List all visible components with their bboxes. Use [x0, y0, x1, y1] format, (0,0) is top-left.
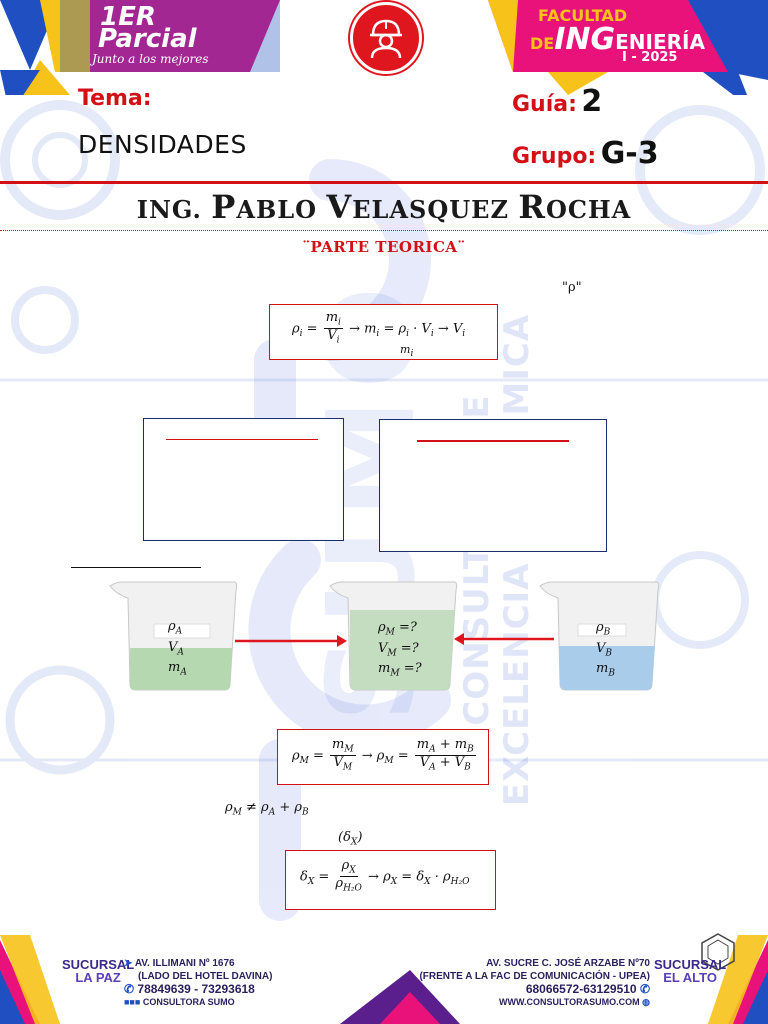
- whatsapp-icon: ✆: [124, 982, 135, 996]
- header-left-banner: [0, 0, 280, 95]
- logo-left-parcial: Parcial: [98, 24, 197, 54]
- arrow-b-to-m: [454, 633, 554, 645]
- tema-value: DENSIDADES: [78, 130, 247, 159]
- rho-symbol: "ρ": [562, 280, 582, 295]
- grupo-row: Grupo: G-3: [512, 136, 659, 171]
- engineer-helmet-icon: [370, 19, 402, 59]
- grupo-label: Grupo:: [512, 144, 597, 169]
- header-right-banner: [488, 0, 768, 95]
- footer-left-info: ➤ AV. ILLIMANI Nº 1676 (LADO DEL HOTEL D…: [124, 958, 273, 1007]
- formula-inequality: ρM ≠ ρA + ρB: [225, 800, 309, 818]
- dotted-rule: [0, 230, 768, 231]
- beaker-a-labels: ρA VA mA: [168, 619, 187, 678]
- footer-right-info: AV. SUCRE C. JOSÉ ARZABE Nº70 (FRENTE A …: [419, 958, 650, 1007]
- footer-banner: [0, 935, 768, 1024]
- section-title: ¨PARTE TEORICA¨: [302, 238, 466, 256]
- whatsapp-icon-right: ✆: [639, 982, 650, 996]
- beaker-b: [539, 581, 660, 691]
- author-name: ING. PABLO VELASQUEZ ROCHA: [136, 188, 632, 226]
- underline-short: [71, 567, 201, 568]
- arrow-a-to-m: [235, 635, 347, 647]
- beaker-m-labels: ρM =? VM =? mM =?: [378, 620, 422, 679]
- grupo-value: G-3: [600, 136, 659, 171]
- logo-right-ingenieria: DEINGENIERÍA: [530, 22, 705, 57]
- definition-box-left: [143, 418, 344, 541]
- tema-label: Tema:: [78, 86, 152, 111]
- branch-el-alto: SUCURSAL EL ALTO: [654, 957, 727, 985]
- guia-row: Guía: 2: [512, 84, 602, 119]
- definition-box-right: [379, 419, 607, 552]
- guia-label: Guía:: [512, 92, 577, 117]
- logo-left-1er: 1ER: [100, 2, 156, 32]
- globe-icon: ◍: [642, 997, 650, 1007]
- logo-right-facultad: FACULTAD: [538, 6, 628, 25]
- formula-delta-label: (δX): [338, 830, 363, 848]
- sumo-logo-icon: [701, 933, 735, 971]
- guia-value: 2: [581, 84, 603, 119]
- beaker-m: [329, 581, 458, 691]
- logo-left-slogan: Junto a los mejores: [92, 52, 209, 66]
- logo-right-period: I - 2025: [622, 50, 678, 65]
- top-rule: [0, 181, 768, 184]
- location-icon: ➤: [124, 958, 133, 969]
- branch-la-paz: SUCURSAL LA PAZ: [62, 957, 135, 985]
- social-icons: ■■■: [124, 997, 141, 1007]
- beaker-a: [109, 581, 238, 691]
- engineer-badge: [350, 2, 422, 74]
- beaker-b-labels: ρB VB mB: [596, 620, 615, 679]
